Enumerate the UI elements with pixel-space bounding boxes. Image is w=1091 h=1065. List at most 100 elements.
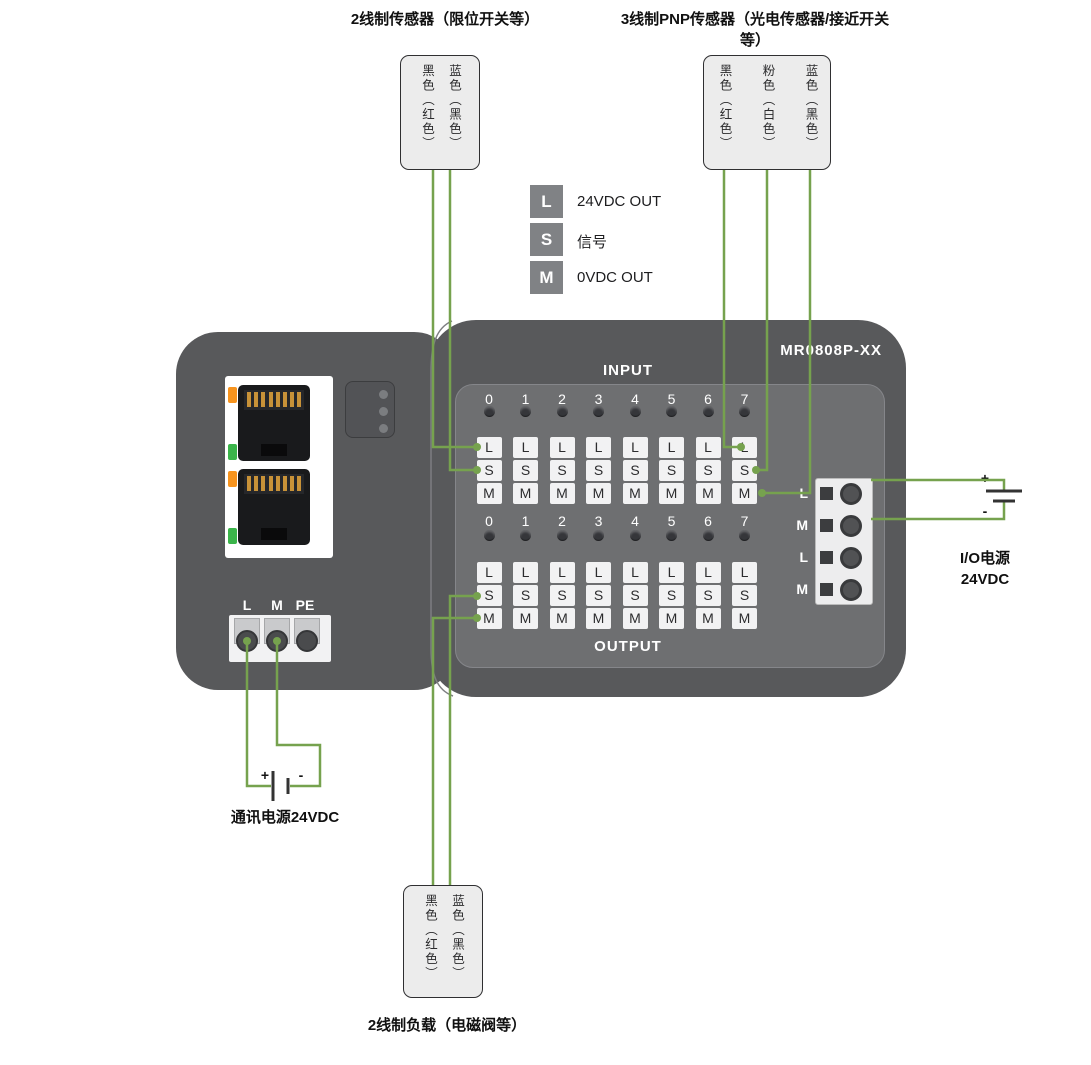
terminal-screw (840, 579, 862, 601)
rj45-pin (261, 476, 266, 491)
output-ch5-terminal-M: M (659, 608, 684, 629)
output-ch4-terminal-M: M (622, 608, 648, 629)
input-channel-0-number: 0 (485, 391, 493, 407)
input-ch0-terminal-S: S (476, 460, 502, 481)
comm-terminal-label-M: M (271, 597, 283, 613)
input-channel-5-status-led (666, 406, 677, 417)
rj45-pin (290, 392, 295, 407)
wire-color-label: 蓝色（黑色） (447, 64, 461, 151)
output-ch2-terminal-L: L (549, 562, 575, 583)
output-ch1-terminal-M: M (513, 608, 538, 629)
output-ch6-terminal-S: S (695, 585, 721, 606)
input-ch2-terminal-M: M (549, 483, 575, 504)
input-ch6-terminal-M: M (695, 483, 721, 504)
comm-power-caption: 通讯电源24VDC (230, 809, 340, 826)
io-power-label-M1: M (796, 517, 808, 533)
output-section-label: OUTPUT (594, 638, 662, 655)
input-channel-4-status-led (629, 406, 641, 417)
output-ch2-terminal-S: S (549, 585, 575, 606)
rj45-pin (268, 392, 273, 407)
input-channel-0-status-led (483, 406, 495, 417)
rj45-notch (261, 444, 287, 456)
input-channel-2-number: 2 (558, 391, 566, 407)
input-ch7-terminal-M: M (732, 483, 757, 504)
legend-key-M: M (530, 261, 563, 294)
output-ch7-terminal-M: M (732, 608, 757, 629)
connector-pin-dot (379, 424, 388, 433)
comm-terminal-label-PE: PE (295, 597, 315, 613)
input-channel-6-number: 6 (704, 391, 712, 407)
input-ch5-terminal-L: L (659, 437, 684, 458)
input-ch1-terminal-M: M (513, 483, 538, 504)
terminal-contact (820, 519, 833, 532)
output-ch3-terminal-S: S (586, 585, 611, 606)
legend-desc-L: 24VDC OUT (577, 193, 662, 210)
connector-pin-dot (379, 390, 388, 399)
output-ch1-terminal-L: L (513, 562, 538, 583)
input-channel-4-number: 4 (631, 391, 639, 407)
rj45-pins (244, 474, 304, 494)
output-channel-2-status-led (556, 530, 568, 541)
output-channel-4-status-led (629, 530, 641, 541)
input-channel-1-number: 1 (521, 391, 530, 407)
comm-terminal-label-L: L (242, 597, 252, 613)
rj45-port-2 (238, 469, 310, 545)
wire-color-label: 黑色（红色） (717, 64, 732, 151)
terminal-screw (840, 515, 862, 537)
output-ch4-terminal-L: L (622, 562, 648, 583)
output-channel-6-status-led (702, 530, 714, 541)
rj45-pin (247, 392, 251, 407)
output-channel-7-status-led (739, 530, 750, 541)
two-wire-sensor-box: 黑色（红色） 蓝色（黑色） (400, 55, 480, 170)
input-ch3-terminal-L: L (586, 437, 611, 458)
output-channel-3-status-led (593, 530, 604, 541)
output-channel-0-number: 0 (485, 513, 493, 529)
wire-color-label: 蓝色（黑色） (803, 64, 818, 151)
connector-pin-dot (379, 407, 388, 416)
output-ch0-terminal-M: M (476, 608, 502, 629)
output-ch6-terminal-M: M (695, 608, 721, 629)
output-ch0-terminal-S: S (476, 585, 502, 606)
rj45-port-1 (238, 385, 310, 461)
legend-key-L: L (530, 185, 563, 218)
io-power-label-L2: L (799, 549, 808, 565)
output-channel-5-status-led (666, 530, 677, 541)
output-ch4-terminal-S: S (622, 585, 648, 606)
port1-activity-led-orange (228, 387, 237, 403)
input-ch7-terminal-S: S (732, 460, 757, 481)
rj45-pin (261, 392, 266, 407)
input-ch3-terminal-M: M (586, 483, 611, 504)
input-ch4-terminal-L: L (622, 437, 648, 458)
input-channel-7-status-led (739, 406, 750, 417)
input-channel-2-status-led (556, 406, 568, 417)
input-ch7-terminal-L: L (732, 437, 757, 458)
terminal-screw (840, 547, 862, 569)
rj45-pin (297, 476, 302, 491)
wire-color-label: 黑色（红色） (423, 894, 437, 981)
io-power-caption-line2: 24VDC (960, 571, 1010, 588)
input-channel-6-status-led (702, 406, 714, 417)
input-channel-5-number: 5 (667, 391, 676, 407)
output-channel-2-number: 2 (558, 513, 566, 529)
output-ch3-terminal-L: L (586, 562, 611, 583)
wire-color-label: 蓝色（黑色） (450, 894, 464, 981)
bus-connector (345, 381, 395, 438)
comm-battery-minus: - (298, 767, 304, 783)
rj45-pins (244, 390, 304, 410)
rj45-pin (283, 476, 287, 491)
io-battery-minus: - (982, 503, 988, 519)
input-ch3-terminal-S: S (586, 460, 611, 481)
input-section-label: INPUT (603, 362, 653, 379)
input-channel-3-number: 3 (594, 391, 603, 407)
three-wire-pnp-sensor-box: 黑色（红色） 粉色（白色） 蓝色（黑色） (703, 55, 831, 170)
output-ch1-terminal-S: S (513, 585, 538, 606)
output-ch6-terminal-L: L (695, 562, 721, 583)
caption-two-wire-sensor: 2线制传感器（限位开关等） (350, 11, 540, 28)
rj45-pin (247, 476, 251, 491)
rj45-pin (283, 392, 287, 407)
terminal-contact (820, 487, 833, 500)
input-ch6-terminal-S: S (695, 460, 721, 481)
rj45-pin (297, 392, 302, 407)
